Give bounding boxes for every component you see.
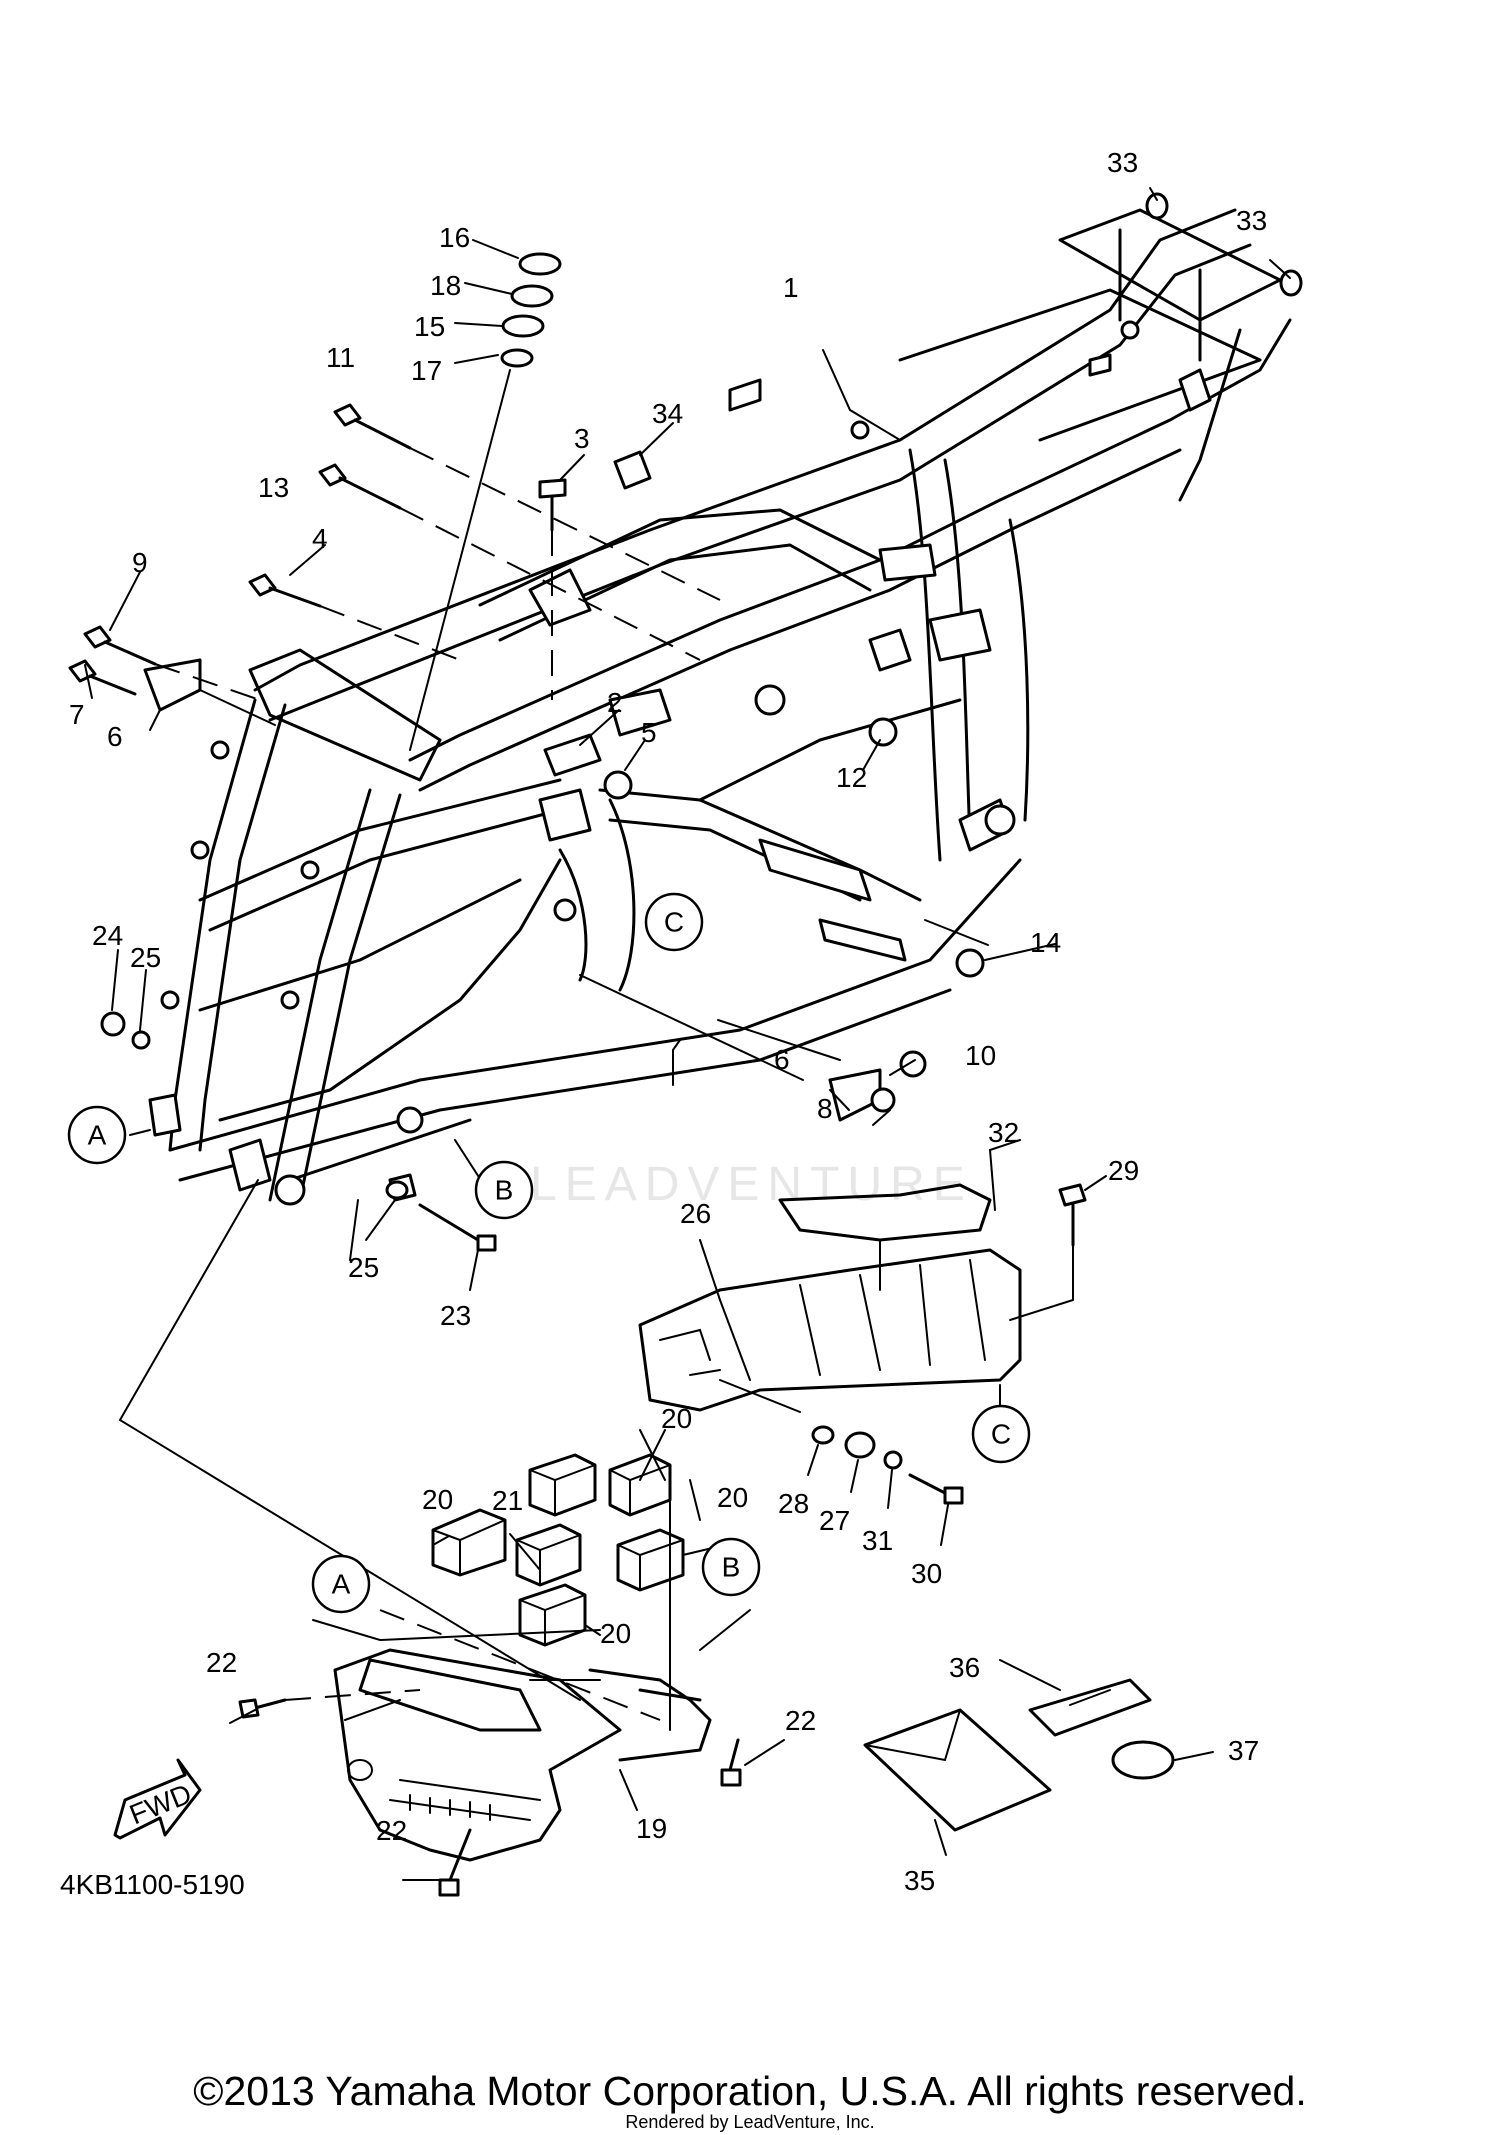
dash-centerlines	[154, 447, 721, 1721]
ref-c-circle-1	[644, 892, 704, 952]
frame-illustration	[148, 208, 1292, 1206]
callout-10: 10	[965, 1040, 996, 1071]
copyright-notice: ©2013 Yamaha Motor Corporation, U.S.A. A…	[193, 2068, 1307, 2114]
callout-22c: 22	[376, 1815, 407, 1846]
callout-37: 37	[1228, 1735, 1259, 1766]
callout-7: 7	[69, 699, 85, 730]
callout-25b: 25	[348, 1252, 379, 1283]
callout-21: 21	[492, 1485, 523, 1516]
ref-b-circle-2	[701, 1537, 761, 1597]
ref-c-circle-2	[971, 1404, 1031, 1464]
callout-22b: 22	[785, 1705, 816, 1736]
callout-23: 23	[440, 1300, 471, 1331]
callout-24: 24	[92, 920, 123, 951]
fasteners-illustration	[68, 192, 1303, 1897]
fwd-arrow-icon	[113, 1758, 202, 1840]
callout-26: 26	[680, 1198, 711, 1229]
callout-25a: 25	[130, 942, 161, 973]
ref-a-circle-2	[311, 1554, 371, 1614]
callout-35: 35	[904, 1865, 935, 1896]
ref-b-label-1: B	[495, 1175, 514, 1206]
callout-6a: 6	[107, 721, 123, 752]
callout-8: 8	[817, 1093, 833, 1124]
callout-28: 28	[778, 1488, 809, 1519]
callout-36: 36	[949, 1652, 980, 1683]
callout-12: 12	[836, 762, 867, 793]
callout-31: 31	[862, 1525, 893, 1556]
ref-b-label-2: B	[722, 1552, 741, 1583]
callout-20d: 20	[600, 1618, 631, 1649]
part-code: 4KB1100-5190	[60, 1869, 245, 1900]
damper-blocks-illustration	[431, 1453, 685, 1647]
callout-27: 27	[819, 1505, 850, 1536]
callout-29: 29	[1108, 1155, 1139, 1186]
callouts: 1 2 3 4 5 6 6 7 8 9 10 11 12 13 14 15 16…	[60, 147, 1267, 1900]
callout-1: 1	[783, 272, 799, 303]
callout-34: 34	[652, 398, 683, 429]
ref-b-circle-1	[474, 1160, 534, 1220]
callout-3: 3	[574, 423, 590, 454]
callout-4: 4	[312, 523, 328, 554]
rendered-by-note: Rendered by LeadVenture, Inc.	[625, 2112, 875, 2132]
watermark: LEADVENTURE	[530, 1158, 973, 1211]
callout-17: 17	[411, 355, 442, 386]
callout-22a: 22	[206, 1647, 237, 1678]
callout-33b: 33	[1236, 205, 1267, 236]
callout-20b: 20	[422, 1484, 453, 1515]
guard-illustration	[638, 1183, 1022, 1412]
ref-c-label-1: C	[664, 907, 684, 938]
ref-c-label-2: C	[991, 1419, 1011, 1450]
callout-19: 19	[636, 1813, 667, 1844]
callout-15: 15	[414, 311, 445, 342]
ref-a-label-1: A	[88, 1120, 107, 1151]
callout-16: 16	[439, 222, 470, 253]
callout-14: 14	[1030, 927, 1061, 958]
callout-5: 5	[641, 717, 657, 748]
callout-18: 18	[430, 270, 461, 301]
callout-33a: 33	[1107, 147, 1138, 178]
ref-a-label-2: A	[332, 1569, 351, 1600]
reference-markers: A B C C A B	[67, 892, 1031, 1614]
callout-20c: 20	[717, 1482, 748, 1513]
callout-20a: 20	[661, 1403, 692, 1434]
callout-13: 13	[258, 472, 289, 503]
callout-6b: 6	[774, 1044, 790, 1075]
leader-lines	[84, 187, 1291, 1881]
ref-a-circle-1	[67, 1105, 127, 1165]
callout-9: 9	[132, 547, 148, 578]
callout-30: 30	[911, 1558, 942, 1589]
callout-2: 2	[607, 687, 623, 718]
callout-32: 32	[988, 1117, 1019, 1148]
callout-11: 11	[326, 342, 355, 373]
